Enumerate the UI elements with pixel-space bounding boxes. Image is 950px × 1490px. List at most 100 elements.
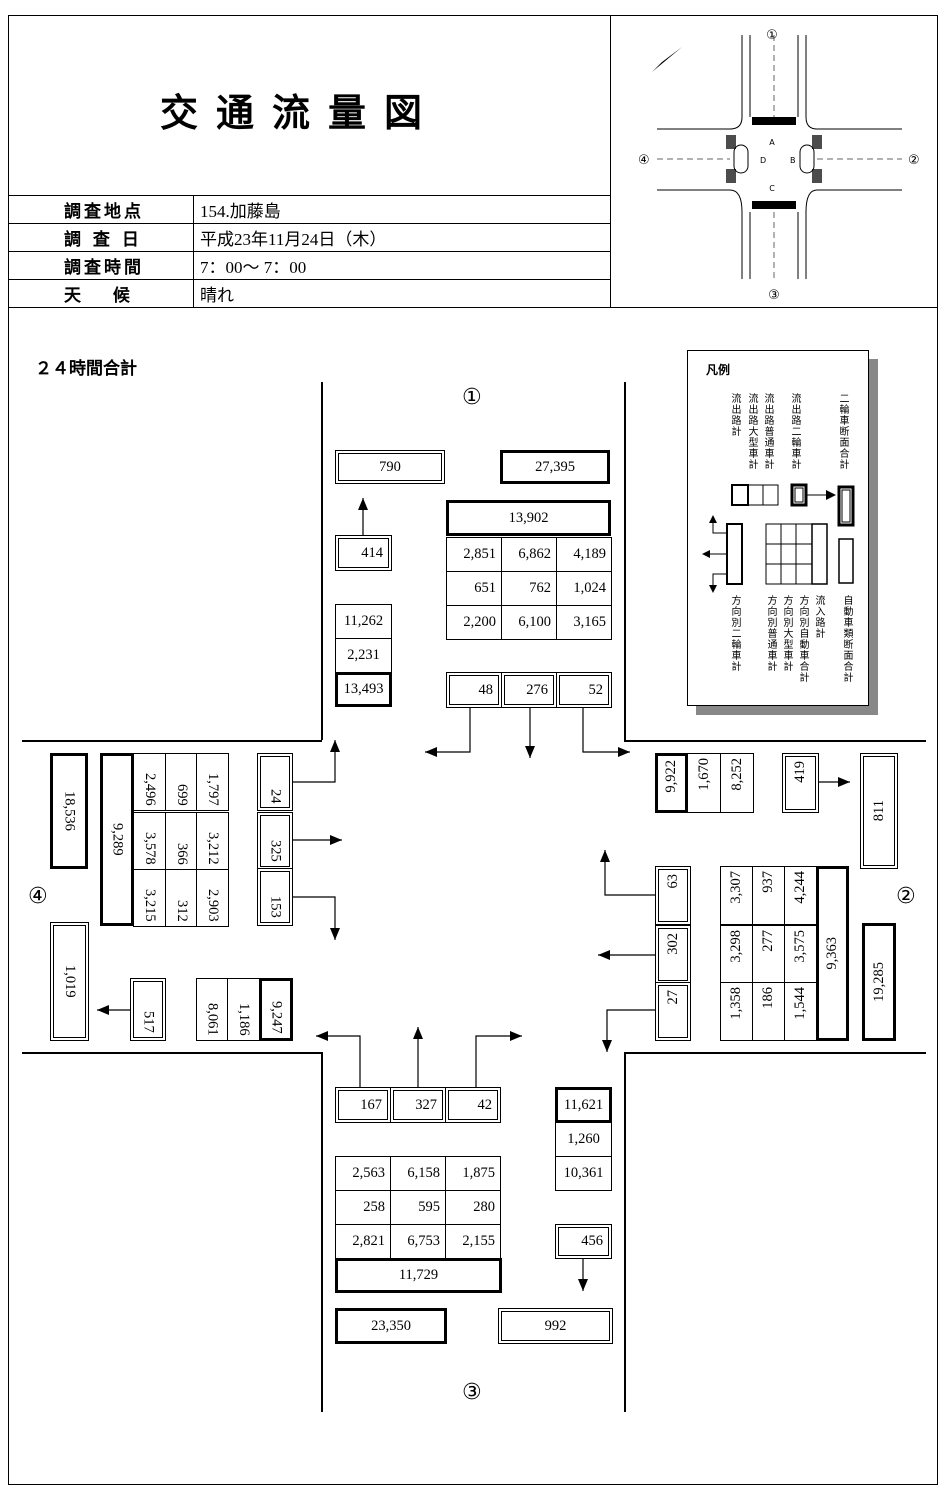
count-value: 153 bbox=[267, 896, 284, 918]
direction-count-cell: 2,200 bbox=[446, 605, 502, 640]
count-value: 302 bbox=[664, 933, 681, 955]
direction-count-cell: 1,358 bbox=[720, 982, 753, 1041]
road-edge bbox=[624, 382, 626, 740]
legend-label: 自動車類断面合計 bbox=[841, 595, 852, 683]
direction-count-cell: 6,862 bbox=[501, 537, 557, 572]
direction-count-cell: 277 bbox=[752, 925, 785, 984]
direction-count-cell: 2,821 bbox=[335, 1224, 391, 1259]
legend: 凡例 流出路計 流出路大型車計 流出路普通車計 流出路二輪車計 二輪車断面合計 … bbox=[687, 350, 869, 706]
count-value: 18,536 bbox=[61, 791, 78, 831]
outflow-regular: 8,252 bbox=[720, 753, 754, 813]
direction-count-cell: 651 bbox=[446, 571, 502, 606]
count-value: 23,350 bbox=[371, 1317, 411, 1334]
info-row-time: 調査時間 7：00～ 7：00 bbox=[8, 251, 610, 279]
legend-label: 流入路計 bbox=[813, 595, 824, 639]
count-value: 11,729 bbox=[398, 1267, 439, 1283]
legend-label: 方向別自動車合計 bbox=[797, 595, 808, 683]
direction-count-cell: 280 bbox=[445, 1190, 501, 1225]
count-value: 762 bbox=[529, 580, 551, 596]
direction-two-wheel: 27 bbox=[655, 982, 691, 1041]
outflow-large: 2,231 bbox=[335, 638, 392, 673]
count-value: 937 bbox=[760, 871, 776, 893]
intersection-thumbnail: ① ② ③ ④ A B C D bbox=[638, 28, 920, 303]
count-value: 3,215 bbox=[142, 889, 158, 922]
info-label: 調 査 日 bbox=[8, 224, 194, 251]
count-value: 3,212 bbox=[205, 832, 221, 865]
direction-count-cell: 2,155 bbox=[445, 1224, 501, 1259]
direction-count-cell: 3,212 bbox=[196, 812, 229, 870]
arrowhead-icon bbox=[425, 747, 437, 757]
flow-arrow-line bbox=[316, 1035, 361, 1087]
arrowhead-icon bbox=[598, 950, 610, 960]
direction-count-cell: 3,575 bbox=[784, 925, 817, 984]
direction-two-wheel: 153 bbox=[257, 868, 293, 926]
inflow-total: 13,902 bbox=[446, 500, 611, 536]
arrowhead-icon bbox=[358, 498, 368, 510]
count-value: 1,024 bbox=[573, 580, 606, 596]
direction-two-wheel: 42 bbox=[445, 1087, 501, 1123]
arrowhead-icon bbox=[618, 747, 630, 757]
outflow-large: 1,260 bbox=[555, 1122, 612, 1157]
road-edge bbox=[624, 740, 926, 742]
legend-label: 流出路大型車計 bbox=[746, 393, 757, 470]
flow-arrow-line bbox=[582, 707, 630, 753]
thumb-label-4: ④ bbox=[638, 153, 650, 168]
outflow-regular: 10,361 bbox=[555, 1156, 612, 1191]
legend-label: 流出路普通車計 bbox=[762, 393, 773, 470]
direction-count-cell: 595 bbox=[390, 1190, 446, 1225]
count-value: 2,851 bbox=[463, 546, 496, 562]
vehicle-section-total: 23,350 bbox=[335, 1308, 447, 1344]
count-value: 280 bbox=[473, 1199, 495, 1215]
direction-two-wheel: 325 bbox=[257, 812, 293, 870]
outflow-total: 13,493 bbox=[335, 672, 392, 707]
arrowhead-icon bbox=[330, 928, 340, 940]
approach-label-north: ① bbox=[462, 385, 482, 410]
count-value: 258 bbox=[363, 1199, 385, 1215]
thumb-label-3: ③ bbox=[768, 288, 780, 303]
count-value: 3,165 bbox=[573, 614, 606, 630]
count-value: 2,200 bbox=[463, 614, 496, 630]
page-frame bbox=[8, 15, 938, 1485]
outflow-two-wheel: 517 bbox=[130, 978, 166, 1041]
thumb-label-2: ② bbox=[908, 153, 920, 168]
count-value: 277 bbox=[760, 930, 776, 952]
vehicle-section-total: 19,285 bbox=[862, 923, 896, 1041]
arrowhead-icon bbox=[600, 850, 610, 862]
count-value: 699 bbox=[174, 784, 190, 806]
info-label: 調査地点 bbox=[8, 196, 194, 223]
count-value: 19,285 bbox=[870, 962, 887, 1002]
count-value: 11,621 bbox=[563, 1096, 604, 1113]
flow-arrow-line bbox=[475, 1035, 522, 1087]
count-value: 312 bbox=[174, 900, 190, 922]
count-value: 1,797 bbox=[205, 773, 221, 806]
direction-count-cell: 258 bbox=[335, 1190, 391, 1225]
count-value: 186 bbox=[760, 987, 776, 1009]
count-value: 3,578 bbox=[142, 832, 158, 865]
count-value: 2,821 bbox=[352, 1233, 385, 1249]
count-value: 8,252 bbox=[728, 758, 745, 791]
road-edge bbox=[624, 1052, 926, 1054]
count-value: 811 bbox=[870, 800, 887, 822]
direction-count-cell: 2,851 bbox=[446, 537, 502, 572]
arrowhead-icon bbox=[330, 740, 340, 752]
count-value: 2,231 bbox=[347, 647, 380, 663]
count-value: 167 bbox=[360, 1096, 382, 1113]
arrowhead-icon bbox=[97, 1005, 109, 1015]
direction-two-wheel: 276 bbox=[501, 672, 557, 708]
legend-label: 二輪車断面合計 bbox=[837, 393, 848, 470]
crosswalk-c: C bbox=[769, 184, 775, 193]
legend-title: 凡例 bbox=[706, 363, 731, 377]
count-value: 790 bbox=[379, 458, 401, 475]
count-value: 2,496 bbox=[142, 773, 158, 806]
count-value: 9,247 bbox=[268, 1001, 285, 1034]
crosswalk-a: A bbox=[769, 138, 775, 147]
info-value: 晴れ bbox=[200, 286, 234, 305]
legend-symbols bbox=[702, 483, 855, 593]
direction-count-cell: 4,244 bbox=[784, 866, 817, 925]
legend-label: 流出路計 bbox=[729, 393, 740, 437]
count-value: 1,358 bbox=[728, 987, 744, 1020]
flow-arrow-line bbox=[606, 1009, 655, 1052]
